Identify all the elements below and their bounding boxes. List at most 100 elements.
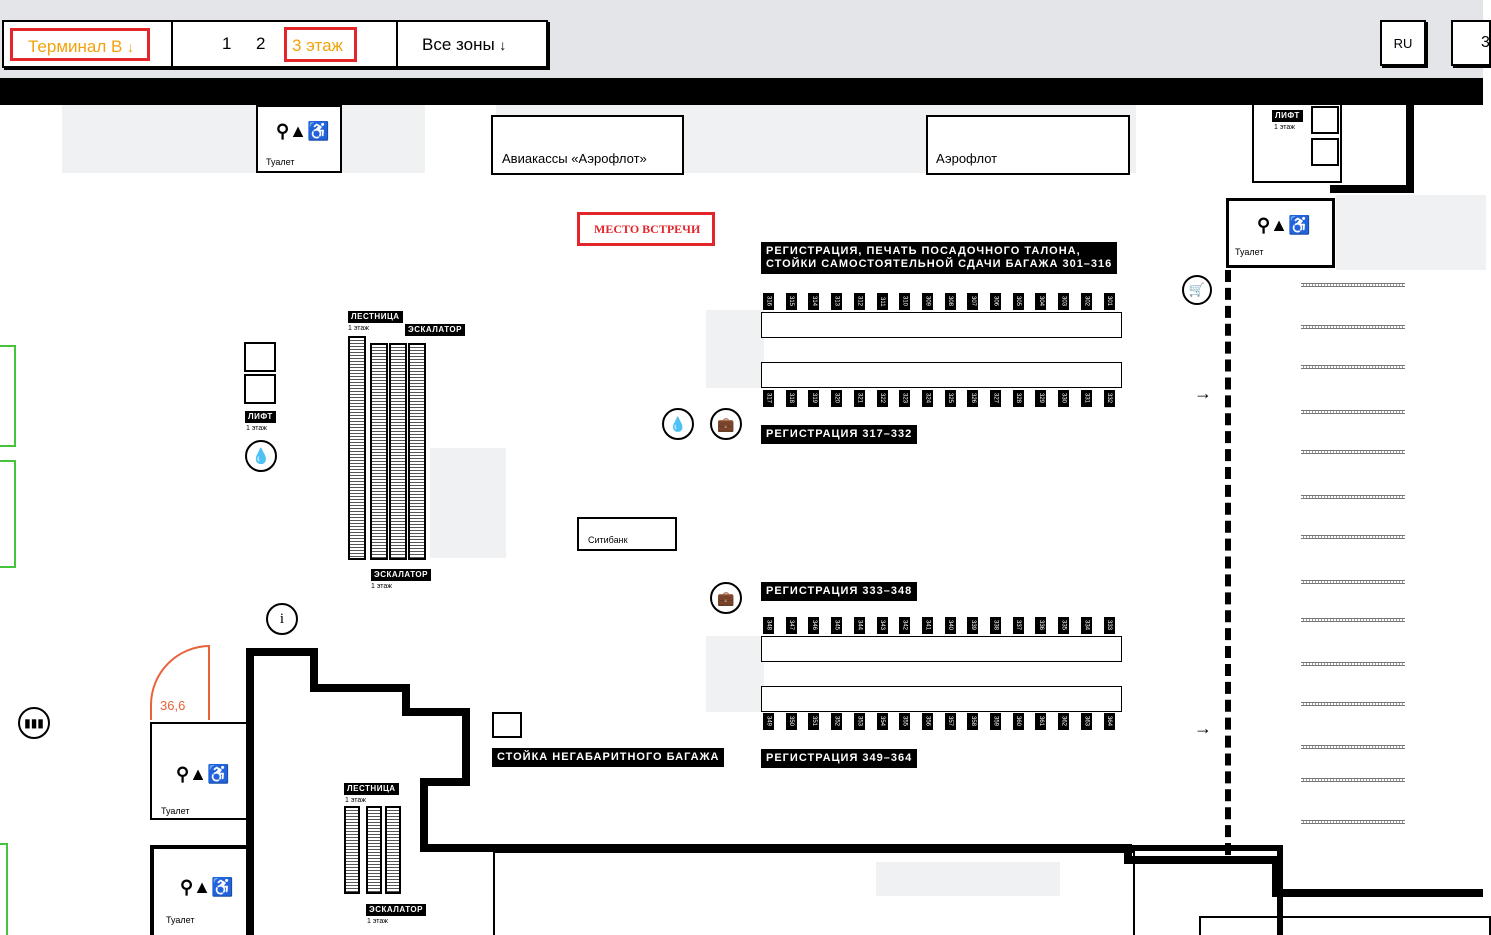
counter-number: 330 (1058, 390, 1070, 407)
meeting-point-label: МЕСТО ВСТРЕЧИ (594, 222, 701, 236)
toilet-icon: ⚲▲♿ (176, 764, 230, 784)
current-floor-label: 3 этаж (292, 36, 343, 55)
info-label: i (279, 610, 285, 627)
counter-number: 305 (1012, 293, 1024, 310)
gate-barrier (1301, 365, 1405, 369)
cart-icon[interactable]: 🛒 (1182, 275, 1212, 305)
counter-number: 348 (763, 617, 774, 634)
counter-number: 337 (1012, 617, 1024, 634)
area-block (876, 862, 1060, 896)
floor-3-button[interactable]: 3 этаж (284, 27, 357, 62)
floor-2-button[interactable]: 2 (256, 34, 266, 53)
counter-number: 359 (990, 713, 1001, 730)
battery-icon[interactable]: ▮▮▮ (18, 707, 50, 739)
stairs-floor-label: 1 этаж (345, 797, 366, 804)
area-border (0, 345, 16, 447)
stairs-floor-label: 1 этаж (348, 325, 369, 332)
counter-number: 356 (921, 713, 933, 730)
escalator (370, 343, 388, 560)
counter-number: 362 (1058, 713, 1070, 730)
gate-barrier (1301, 778, 1405, 782)
water-icon[interactable]: 💧 (662, 408, 694, 440)
counter-number: 358 (967, 713, 979, 730)
lift-label: ЛИФТ (245, 411, 276, 423)
lift-icon[interactable] (244, 374, 276, 404)
counter-number: 350 (785, 713, 797, 730)
toilet-icon: ⚲▲♿ (180, 877, 234, 897)
lift-icon[interactable] (244, 342, 276, 372)
checkin-desks-row (761, 686, 1122, 712)
area-block (706, 636, 764, 712)
language-button[interactable]: RU (1380, 20, 1426, 66)
arrow-right-icon: → (1194, 718, 1212, 738)
counter-number: 327 (990, 390, 1001, 407)
counter-number: 319 (808, 390, 820, 407)
escalator-floor-label: 1 этаж (371, 583, 392, 590)
counter-number: 318 (785, 390, 797, 407)
counter-number: 338 (990, 617, 1001, 634)
counter-number: 328 (1012, 390, 1024, 407)
lift-icon[interactable] (1311, 138, 1339, 166)
counter-number: 322 (876, 390, 888, 407)
counter-number: 307 (967, 293, 979, 310)
counter-number: 334 (1080, 617, 1092, 634)
escalator-floor-label: 1 этаж (367, 918, 388, 925)
terminal-dropdown[interactable]: Терминал B ↓ (10, 28, 150, 61)
luggage-icon[interactable]: 💼 (710, 408, 742, 440)
counter-number: 363 (1080, 713, 1092, 730)
escalator (389, 343, 407, 560)
floor-1-button[interactable]: 1 (222, 34, 232, 53)
gate-barrier (1301, 702, 1405, 706)
counter-number: 346 (808, 617, 820, 634)
counter-number: 315 (785, 293, 797, 310)
arrow-right-icon: → (1194, 383, 1212, 403)
aeroflot-room[interactable]: Аэрофлот (926, 115, 1130, 175)
gate-barrier (1301, 820, 1405, 824)
meeting-point-marker[interactable]: МЕСТО ВСТРЕЧИ (577, 212, 715, 246)
checkin-desks-row (761, 312, 1122, 338)
language-label: RU (1393, 35, 1413, 51)
counter-number: 321 (853, 390, 865, 407)
counter-number: 314 (808, 293, 820, 310)
counter-number: 309 (921, 293, 933, 310)
gate-barrier (1301, 662, 1405, 666)
toilet-label: Туалет (166, 915, 195, 925)
counter-number: 355 (899, 713, 911, 730)
escalator-label: ЭСКАЛАТОР (371, 569, 431, 581)
toilet-label: Туалет (1235, 247, 1264, 257)
counter-number: 312 (853, 293, 865, 310)
toilet-room[interactable]: ⚲▲♿ Туалет (150, 722, 248, 820)
aeroflot-tickets-room[interactable]: Авиакассы «Аэрофлот» (491, 115, 684, 175)
gate-barrier (1301, 495, 1405, 499)
chevron-down-icon: ↓ (499, 37, 507, 53)
info-icon[interactable]: i (266, 603, 298, 635)
area-border (0, 843, 8, 935)
counter-number: 329 (1035, 390, 1047, 407)
counter-number: 306 (990, 293, 1001, 310)
zoom-button[interactable]: 3 (1451, 20, 1491, 66)
citibank-room[interactable]: Ситибанк (577, 517, 677, 551)
wall (1406, 105, 1414, 193)
lift-icon[interactable] (1311, 106, 1339, 134)
header-band (0, 78, 1483, 105)
counter-number: 320 (831, 390, 843, 407)
luggage-icon[interactable]: 💼 (710, 582, 742, 614)
counter-number: 349 (763, 713, 774, 730)
citibank-label: Ситибанк (588, 535, 628, 545)
counter-number: 351 (808, 713, 820, 730)
divider (171, 22, 173, 66)
toilet-room[interactable]: ⚲▲♿ Туалет (1226, 198, 1335, 268)
water-icon[interactable]: 💧 (245, 440, 277, 472)
counter-number: 332 (1103, 390, 1115, 407)
checkin-317-332-label: РЕГИСТРАЦИЯ 317–332 (761, 425, 918, 444)
counter-number: 339 (967, 617, 979, 634)
zones-dropdown[interactable]: Все зоны ↓ (422, 35, 506, 55)
counter-number: 343 (876, 617, 888, 634)
counter-number: 333 (1103, 617, 1115, 634)
toilet-room[interactable]: ⚲▲♿ Туалет (256, 105, 342, 173)
counter-number: 301 (1103, 293, 1115, 310)
counter-number: 342 (899, 617, 911, 634)
aeroflot-label: Аэрофлот (936, 151, 998, 166)
counter-number: 335 (1058, 617, 1070, 634)
counter-number: 310 (899, 293, 911, 310)
